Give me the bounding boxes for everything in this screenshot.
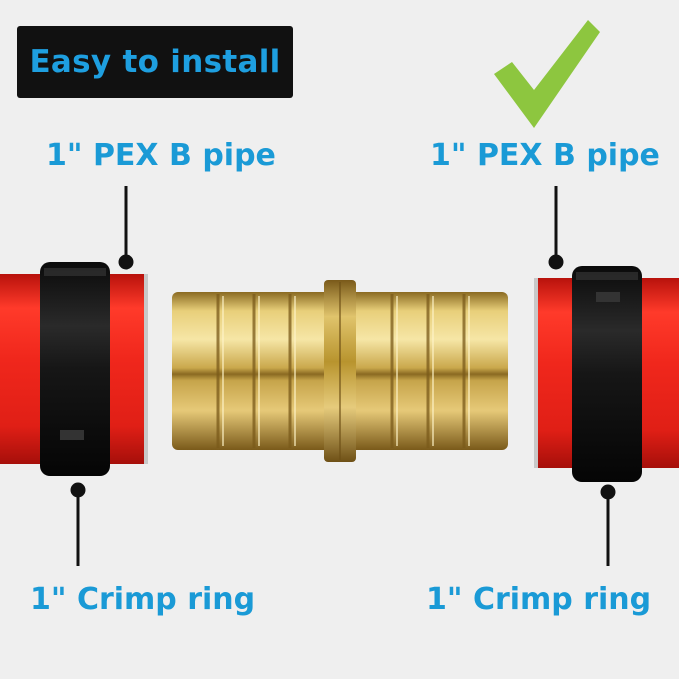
checkmark-icon <box>494 20 600 128</box>
label-pipe-right: 1" PEX B pipe <box>430 138 660 173</box>
callout-lines <box>70 186 616 566</box>
label-ring-right: 1" Crimp ring <box>426 582 652 617</box>
label-ring-left: 1" Crimp ring <box>30 582 256 617</box>
brass-coupling <box>172 280 508 462</box>
left-crimp-ring <box>40 262 110 476</box>
label-pipe-left: 1" PEX B pipe <box>46 138 276 173</box>
easy-install-badge: Easy to install <box>17 26 293 98</box>
right-crimp-ring <box>572 266 642 482</box>
badge-text: Easy to install <box>29 44 281 80</box>
